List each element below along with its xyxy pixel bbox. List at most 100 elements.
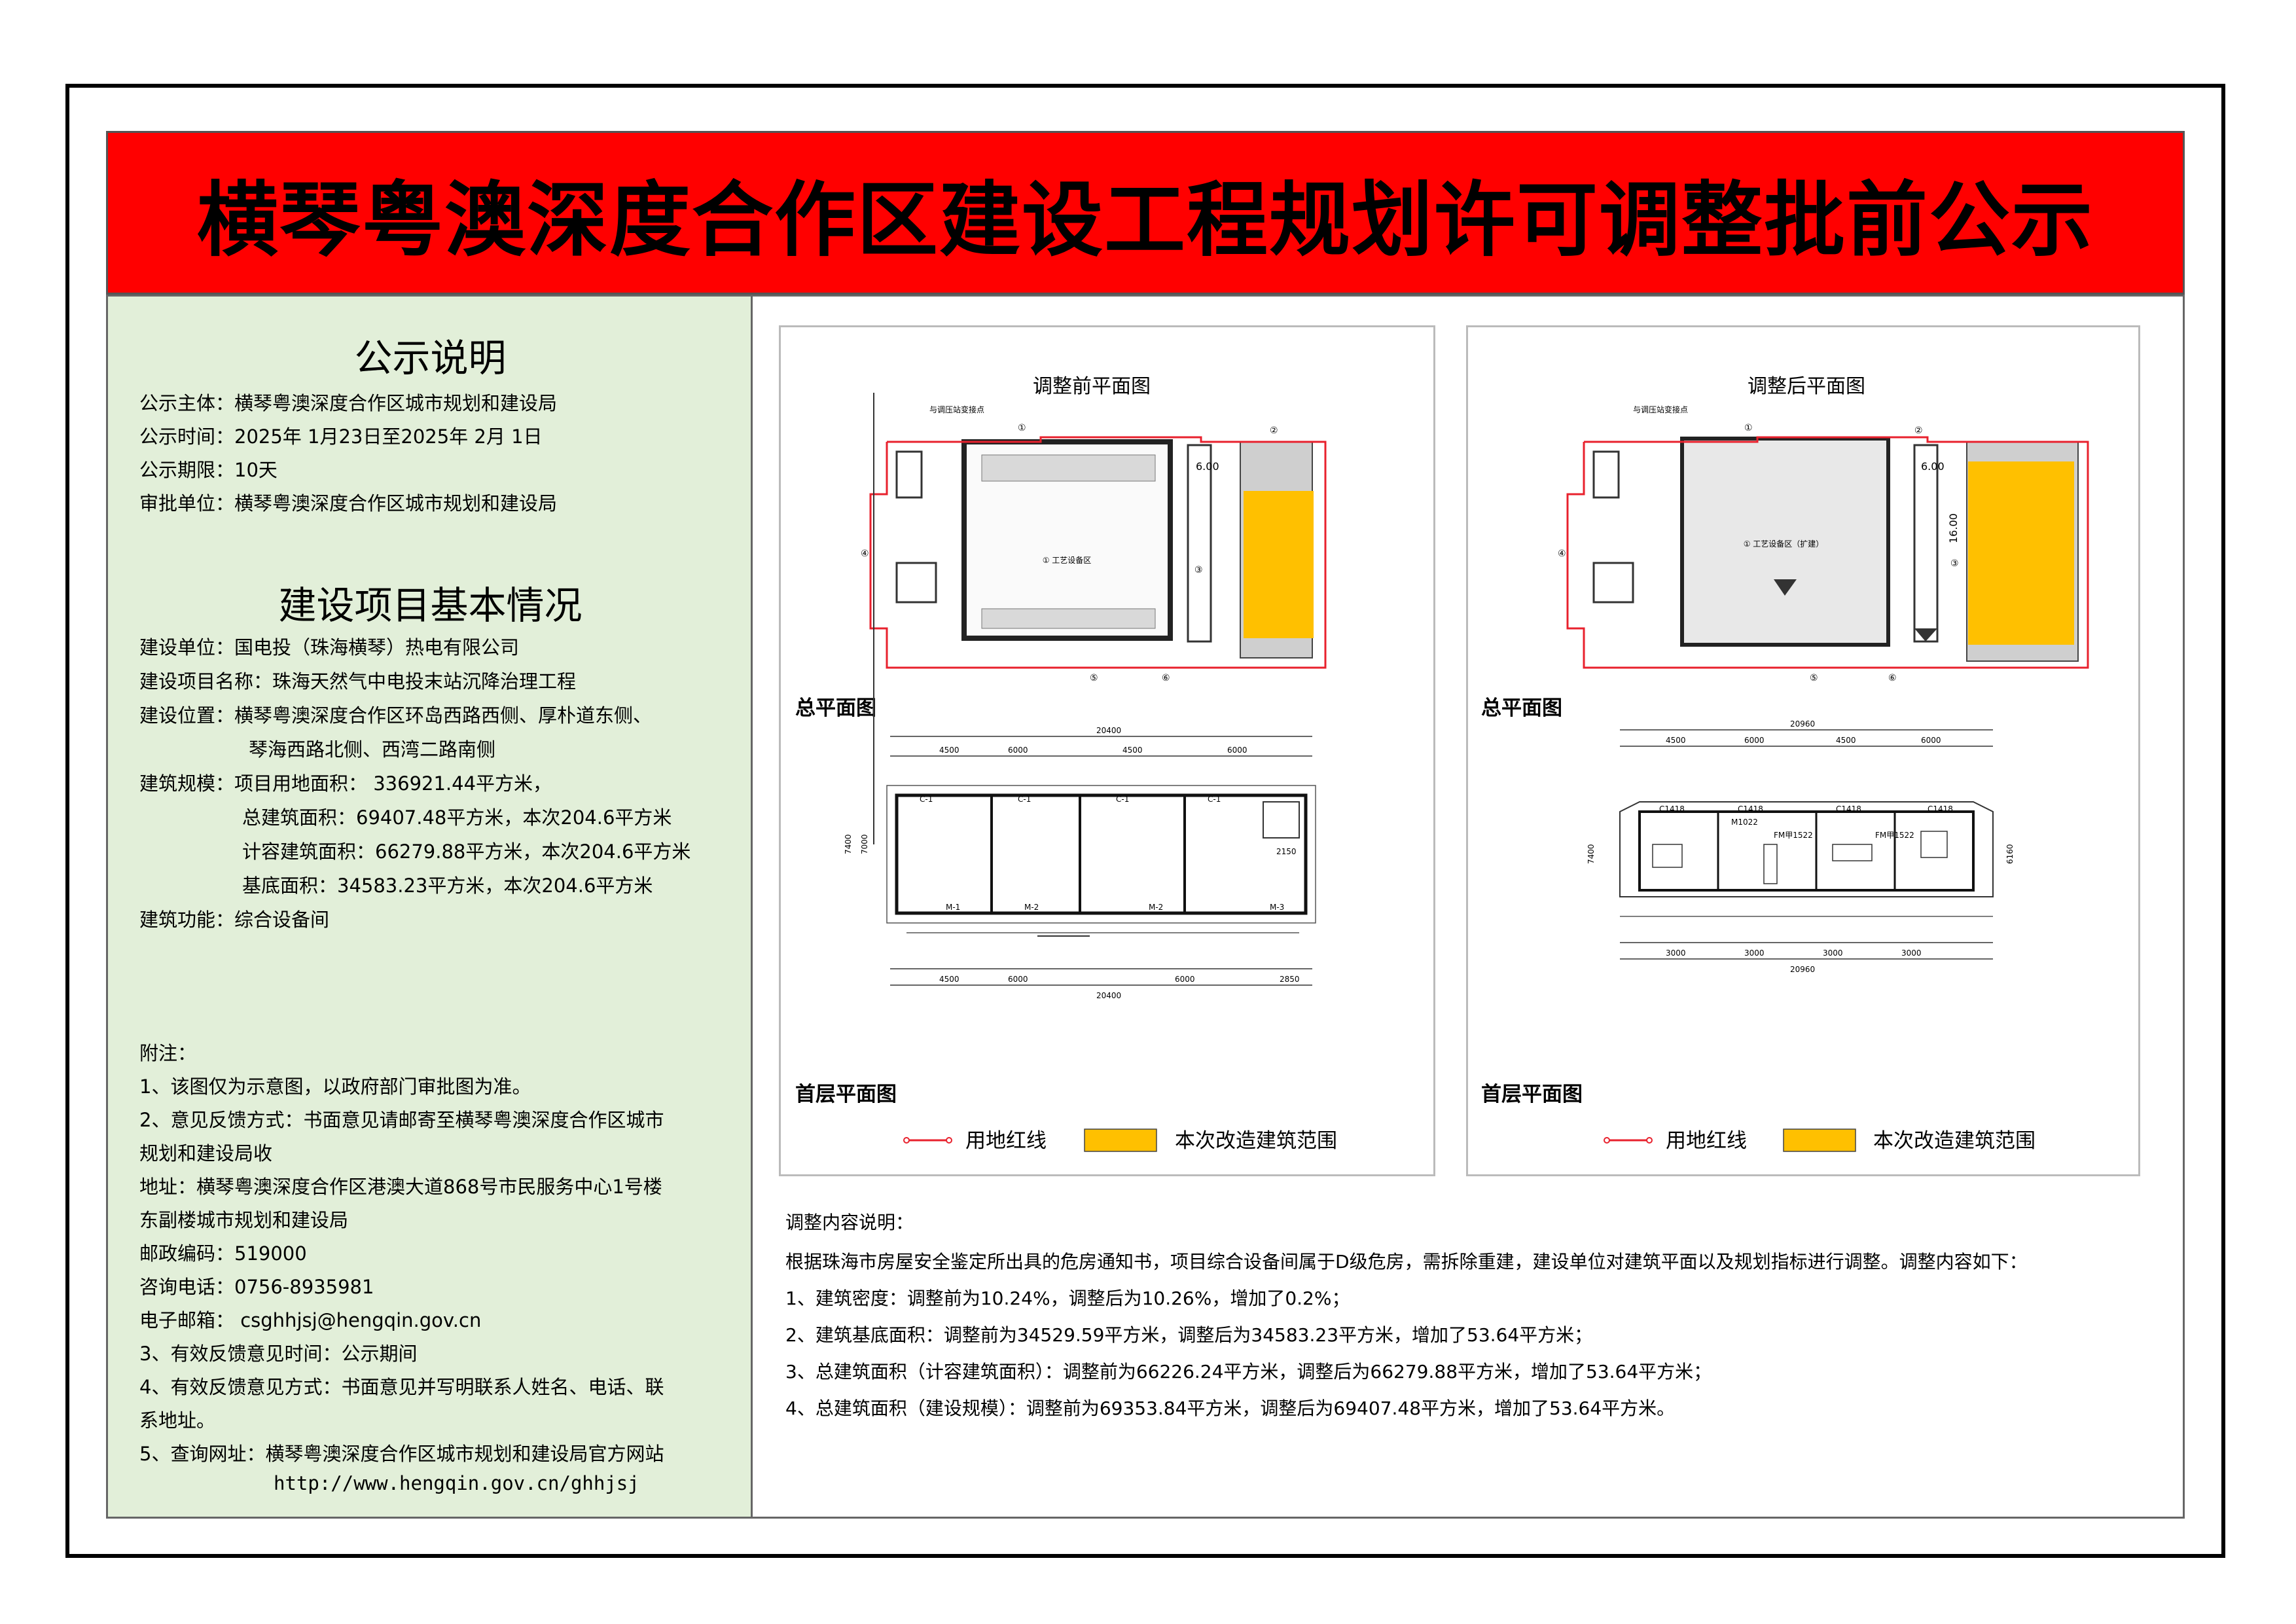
site-plan-label-before: 总平面图 [795,696,876,720]
plan-title-before: 调整前平面图 [1033,375,1151,398]
zone-label: ⑥ [1162,673,1170,683]
dim-label: 4500 [939,975,960,984]
highlight-area-after [1968,461,2074,645]
website-url: http://www.hengqin.gov.cn/ghhjsj [274,1472,639,1494]
drawing-before: ① 工艺设备区 与调压站变接点 6.00 ① ② ③ ④ ⑤ ⑥ 总平面图 20… [795,393,1337,1153]
notice-line: 公示时间：2025年 1月23日至2025年 2月 1日 [139,425,543,448]
dim-label: 20960 [1790,719,1815,729]
dim-label: 4500 [1122,746,1143,755]
appendix-line: 电子邮箱： csghhjsj@hengqin.gov.cn [139,1309,482,1331]
title-banner: 横琴粤澳深度合作区建设工程规划许可调整批前公示 [106,131,2185,295]
appendix-line: 4、有效反馈意见方式：书面意见并写明联系人姓名、电话、联 [139,1376,664,1398]
zone-label: ⑤ [1090,673,1098,683]
room-code: C1418 [1836,804,1861,814]
room-code: C-1 [920,795,933,804]
dim-label: 4500 [1666,736,1686,745]
zone-label: ④ [1558,549,1566,559]
dim-label: 3000 [1823,948,1843,958]
appendix-line: 1、该图仅为示意图，以政府部门审批图为准。 [139,1075,531,1098]
zone-center-text: ① 工艺设备区（扩建） [1744,539,1824,549]
project-line: 建设项目名称：珠海天然气中电投末站沉降治理工程 [139,670,577,693]
project-line: 计容建筑面积：66279.88平方米，本次204.6平方米 [242,840,691,863]
road-strip [1187,444,1212,643]
dim-label: 7400 [1587,844,1596,864]
project-heading: 建设项目基本情况 [278,583,583,628]
adjust-line: 1、建筑密度：调整前为10.24%，调整后为10.26%，增加了0.2%； [785,1288,1350,1309]
dim-label: 2850 [1280,975,1300,984]
content-frame [106,295,2185,1519]
zone-label: ⑥ [1888,673,1897,683]
zone-label: ⑤ [1810,673,1818,683]
legend-after: 用地红线 本次改造建筑范围 [1604,1128,2036,1153]
appendix-line: 3、有效反馈意见时间：公示期间 [139,1343,418,1365]
process-area-expanded [1680,437,1890,647]
adjust-line: 2、建筑基底面积：调整前为34529.59平方米，调整后为34583.23平方米… [785,1324,1593,1346]
notice-panel [108,297,753,1517]
zone-label: ② [1914,425,1923,436]
site-note: 与调压站变接点 [929,405,984,414]
room-code: M-2 [1149,903,1163,912]
floor-plan-before: 20400 4500 6000 4500 6000 C-1 C-1 C-1 C-… [844,393,1316,1000]
appendix-line: 2、意见反馈方式：书面意见请邮寄至横琴粤澳深度合作区城市 [139,1109,664,1131]
zone-label: ④ [861,549,869,559]
room-code: FM甲1522 [1774,831,1813,840]
appendix-line: 咨询电话：0756-8935981 [139,1276,374,1298]
floor-plan-label-after: 首层平面图 [1481,1083,1583,1106]
dim-label: 6000 [1921,736,1941,745]
notice-line: 公示主体：横琴粤澳深度合作区城市规划和建设局 [139,392,558,414]
legend-area-label: 本次改造建筑范围 [1873,1129,2036,1153]
legend-area-label: 本次改造建筑范围 [1175,1129,1337,1153]
adjust-line: 根据珠海市房屋安全鉴定所出具的危房通知书，项目综合设备间属于D级危房，需拆除重建… [785,1251,2028,1272]
appendix-line: 系地址。 [139,1409,216,1432]
appendix-line: 附注： [139,1042,197,1064]
highlight-area-before [1244,491,1314,638]
road-strip [1913,444,1939,643]
appendix-line: 5、查询网址：横琴粤澳深度合作区城市规划和建设局官方网站 [139,1443,664,1465]
zone-center-text: ① 工艺设备区 [1043,556,1092,565]
room-code: FM甲1522 [1875,831,1914,840]
appendix-line: 邮政编码：519000 [139,1242,307,1265]
legend-redline-label: 用地红线 [1666,1129,1747,1153]
appendix-line: 东副楼城市规划和建设局 [139,1209,349,1231]
dim-label: 7400 [844,834,853,854]
dim-label: 6000 [1744,736,1765,745]
room-code: M-2 [1024,903,1039,912]
zone-label: ① [1018,423,1026,433]
site-plan-after: ① 工艺设备区（扩建） 与调压站变接点 6.00 16.00 ① ② ③ ④ ⑤… [1558,405,2089,683]
notice-heading: 公示说明 [354,336,507,380]
dim-label: 6000 [1227,746,1247,755]
hatch-band-bottom [981,608,1156,629]
dim-label: 7000 [860,834,869,854]
room-code: M1022 [1731,818,1758,827]
dim-label: 20960 [1790,965,1815,974]
site-redline-after [1566,436,2089,669]
small-building [1592,562,1634,604]
room-code: M-3 [1270,903,1284,912]
building-outline [895,793,1308,915]
zone-label: ① [1744,423,1753,433]
room-code: C1418 [1738,804,1763,814]
notice-line: 审批单位：横琴粤澳深度合作区城市规划和建设局 [139,492,558,514]
drawing-after: ① 工艺设备区（扩建） 与调压站变接点 6.00 16.00 ① ② ③ ④ ⑤… [1481,405,2089,1153]
room-code: C-1 [1208,795,1221,804]
site-note: 与调压站变接点 [1633,405,1688,414]
guard-building [1592,450,1620,499]
floor-plan-after: 20960 4500 6000 4500 6000 C1418 C1418 C1… [1587,719,2015,974]
dim-label: 3000 [1901,948,1922,958]
room-code: C-1 [1116,795,1129,804]
zone-label: ② [1270,425,1278,436]
project-line: 建设位置：横琴粤澳深度合作区环岛西路西侧、厚朴道东侧、 [139,704,653,727]
project-line: 建设单位：国电投（珠海横琴）热电有限公司 [139,636,520,659]
project-line: 总建筑面积：69407.48平方米，本次204.6平方米 [242,806,672,829]
legend-area-swatch [1783,1128,1856,1152]
dim-label: 2150 [1276,847,1297,856]
project-line: 建筑规模：项目用地面积： 336921.44平方米， [139,772,552,795]
project-line: 建筑功能：综合设备间 [139,909,330,931]
notice-line: 公示期限：10天 [139,459,278,481]
dim-label: 4500 [939,746,960,755]
site-redline-before [869,436,1327,669]
legend-before: 用地红线 本次改造建筑范围 [903,1128,1337,1153]
dim-label: 3000 [1744,948,1765,958]
building-outline [1638,810,1975,892]
project-line: 基底面积：34583.23平方米，本次204.6平方米 [242,875,653,897]
